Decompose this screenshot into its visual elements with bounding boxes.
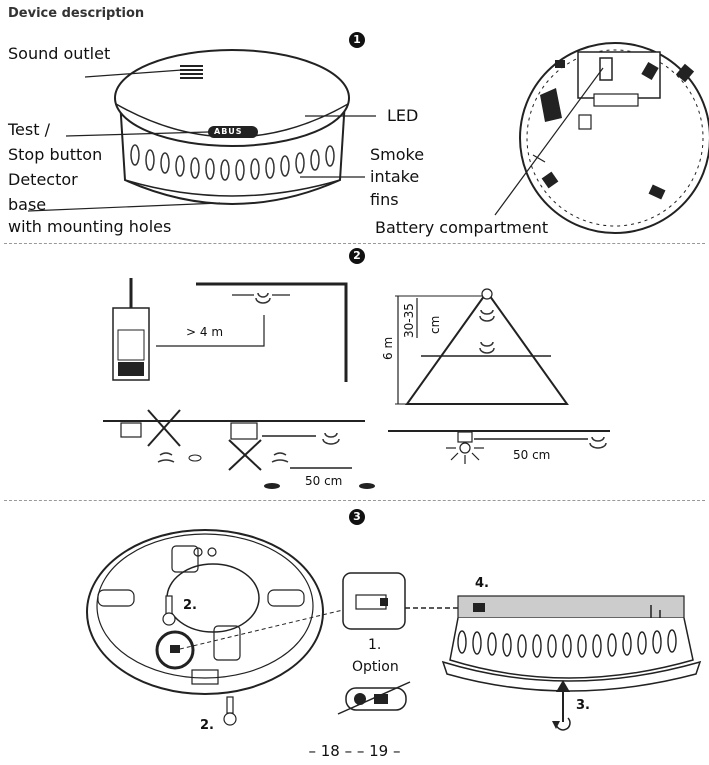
brand-logo: ABUS (214, 127, 243, 136)
section-number-2: 2 (349, 248, 365, 264)
step-1-option: Option (352, 659, 399, 675)
section-number-1: 1 (349, 32, 365, 48)
label-smoke-2: intake (370, 167, 420, 186)
distance-lamp-2: 50 cm (513, 448, 551, 462)
label-sound-outlet: Sound outlet (8, 44, 111, 63)
label-led: LED (387, 106, 419, 125)
distance-lamp-1: 50 cm (305, 474, 343, 488)
step-1-number: 1. (368, 637, 382, 653)
distance-roof: 30-35 (402, 303, 416, 338)
label-battery-compartment: Battery compartment (375, 218, 549, 237)
step-2-top: 2. (183, 598, 197, 613)
smoke-detector-illustration (27, 42, 709, 234)
label-test-stop-1: Test / (8, 120, 50, 139)
step-4: 4. (475, 576, 489, 591)
label-test-stop-2: Stop button (8, 145, 103, 164)
mounting-illustration (86, 529, 702, 731)
page-numbers: – 18 – – 19 – (308, 742, 401, 760)
label-smoke-1: Smoke (370, 145, 425, 164)
label-detector-2: base (8, 195, 47, 214)
page-heading: Device description (8, 6, 145, 21)
step-2-bottom: 2. (200, 718, 214, 733)
distance-wall: > 4 m (186, 325, 224, 339)
separator-2 (4, 500, 705, 501)
step-3: 3. (576, 698, 590, 713)
label-detector-3: with mounting holes (8, 217, 172, 236)
label-detector-1: Detector (8, 170, 78, 189)
label-smoke-3: fins (370, 190, 399, 209)
separator-1 (4, 243, 705, 244)
distance-roof-unit: cm (428, 315, 442, 334)
section-number-3: 3 (349, 509, 365, 525)
placement-diagram (103, 278, 610, 489)
height-label: 6 m (381, 336, 395, 360)
